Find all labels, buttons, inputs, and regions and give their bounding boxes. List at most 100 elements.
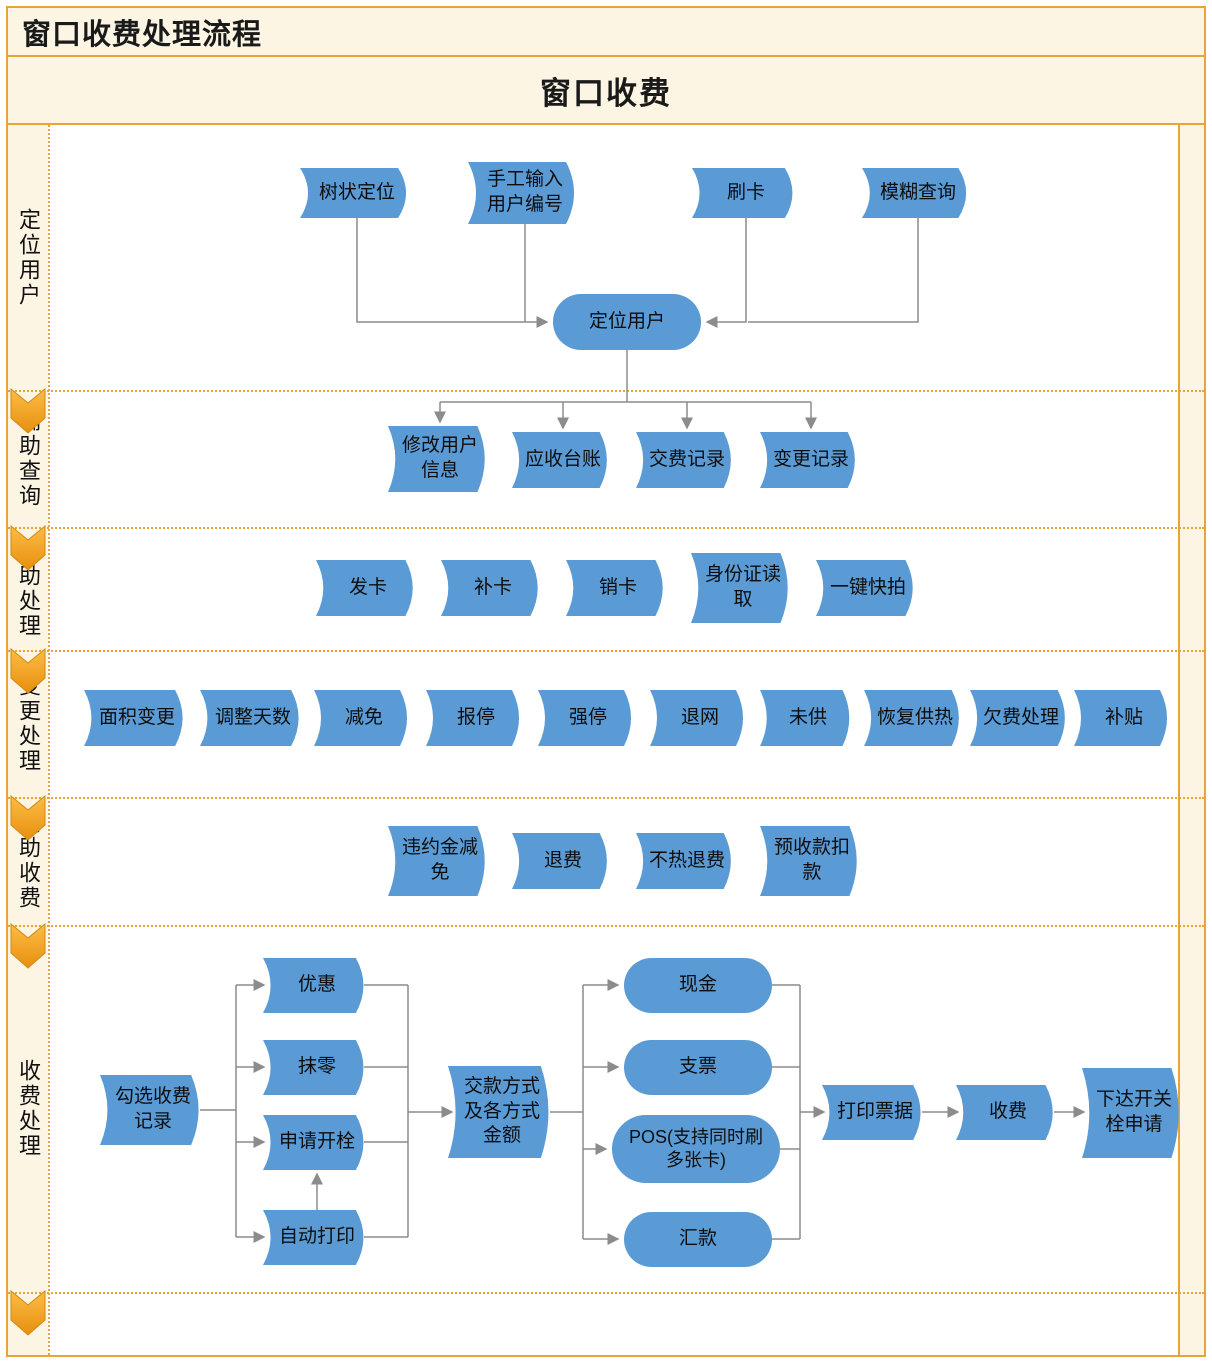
node-fuzzy-query: 模糊查询 bbox=[862, 168, 974, 218]
node-label: 退网 bbox=[680, 706, 719, 728]
lane-chevron-down-icon bbox=[10, 1289, 46, 1336]
wave-shape bbox=[388, 426, 485, 492]
lane-label-locate-user: 定位用户 bbox=[16, 207, 41, 308]
node-label: 申请开栓 bbox=[278, 1131, 355, 1153]
node-reissue-card: 补卡 bbox=[441, 560, 545, 616]
node-label: 定位用户 bbox=[588, 310, 665, 332]
node-label: 打印票据 bbox=[836, 1101, 913, 1123]
node-label: 修改用户信息 bbox=[401, 435, 478, 481]
node-label: 抹零 bbox=[297, 1056, 336, 1078]
node-one-key-photo: 一键快拍 bbox=[816, 560, 920, 616]
page-title: 窗口收费处理流程 bbox=[8, 8, 1204, 57]
node-payment-record: 交费记录 bbox=[636, 432, 738, 488]
wave-shape bbox=[263, 1210, 364, 1265]
wave-shape bbox=[956, 1085, 1053, 1140]
node-label: 恢复供热 bbox=[876, 706, 953, 728]
lane-chevron-down-icon bbox=[10, 647, 46, 694]
node-charge: 收费 bbox=[956, 1085, 1060, 1140]
wave-shape bbox=[1074, 690, 1167, 746]
node-label: 汇款 bbox=[678, 1228, 717, 1250]
node-label: 支票 bbox=[678, 1056, 717, 1078]
node-label: 发卡 bbox=[348, 576, 387, 598]
node-modify-user-info: 修改用户信息 bbox=[388, 426, 492, 492]
node-issue-valve-request: 下达开关栓申请 bbox=[1082, 1068, 1186, 1158]
node-label: 收费 bbox=[988, 1101, 1027, 1123]
node-adjust-days: 调整天数 bbox=[200, 690, 306, 746]
node-force-stop: 强停 bbox=[538, 690, 638, 746]
node-label: 手工输入用户编号 bbox=[486, 169, 563, 215]
node-label: 树状定位 bbox=[318, 181, 395, 203]
node-label: 退费 bbox=[543, 849, 582, 871]
lane-chevron-down-icon bbox=[10, 794, 46, 841]
node-quit-network: 退网 bbox=[650, 690, 750, 746]
node-cancel-card: 销卡 bbox=[566, 560, 670, 616]
lane-separator bbox=[8, 650, 1204, 652]
node-penalty-reduction: 违约金减免 bbox=[388, 826, 492, 896]
node-label: 下达开关栓申请 bbox=[1095, 1089, 1172, 1135]
wave-shape bbox=[760, 690, 850, 746]
node-select-records: 勾选收费记录 bbox=[100, 1075, 206, 1145]
node-tree-locate: 树状定位 bbox=[300, 168, 414, 218]
node-label: POS(支持同时刷多张卡) bbox=[628, 1126, 763, 1170]
node-label: 预收款扣款 bbox=[773, 837, 850, 883]
node-manual-input: 手工输入用户编号 bbox=[468, 162, 582, 224]
node-label: 交款方式及各方式金额 bbox=[463, 1075, 540, 1147]
page-title-text: 窗口收费处理流程 bbox=[22, 18, 263, 51]
node-report-stop: 报停 bbox=[426, 690, 526, 746]
node-label: 一键快拍 bbox=[829, 576, 906, 598]
node-cheque: 支票 bbox=[624, 1040, 772, 1095]
node-label: 优惠 bbox=[297, 974, 336, 996]
lane-label-charge-handle: 收费处理 bbox=[16, 1058, 41, 1159]
wave-shape bbox=[84, 690, 183, 746]
wave-shape bbox=[468, 162, 575, 224]
node-not-supplied: 未供 bbox=[760, 690, 856, 746]
wave-shape bbox=[816, 560, 913, 616]
wave-shape bbox=[263, 1115, 364, 1170]
node-label: 现金 bbox=[678, 974, 717, 996]
wave-shape bbox=[538, 690, 631, 746]
node-label: 应收台账 bbox=[524, 448, 601, 470]
lane-separator bbox=[8, 527, 1204, 529]
node-arrears-handling: 欠费处理 bbox=[970, 690, 1072, 746]
wave-shape bbox=[263, 1040, 364, 1095]
node-print-receipt: 打印票据 bbox=[822, 1085, 928, 1140]
node-label: 强停 bbox=[568, 706, 607, 728]
wave-shape bbox=[862, 168, 967, 218]
node-discount: 优惠 bbox=[263, 958, 371, 1013]
node-pos: POS(支持同时刷多张卡) bbox=[612, 1115, 780, 1183]
node-apply-open-valve: 申请开栓 bbox=[263, 1115, 371, 1170]
node-label: 销卡 bbox=[598, 576, 637, 598]
node-payment-method: 交款方式及各方式金额 bbox=[448, 1066, 556, 1158]
lane-separator bbox=[8, 925, 1204, 927]
node-resume-heating: 恢复供热 bbox=[864, 690, 966, 746]
node-change-record: 变更记录 bbox=[760, 432, 862, 488]
wave-shape bbox=[512, 833, 607, 889]
lane-separator bbox=[8, 390, 1204, 392]
wave-shape bbox=[760, 432, 855, 488]
wave-shape bbox=[263, 958, 364, 1013]
wave-shape bbox=[316, 560, 413, 616]
node-label: 自动打印 bbox=[278, 1226, 355, 1248]
node-label: 交费记录 bbox=[648, 448, 725, 470]
node-auto-print: 自动打印 bbox=[263, 1210, 371, 1265]
node-label: 面积变更 bbox=[98, 706, 175, 728]
wave-shape bbox=[970, 690, 1065, 746]
node-reduction: 减免 bbox=[314, 690, 414, 746]
node-prepaid-deduction: 预收款扣款 bbox=[760, 826, 864, 896]
node-label: 身份证读取 bbox=[704, 564, 781, 610]
node-receivable-ledger: 应收台账 bbox=[512, 432, 614, 488]
node-no-heat-refund: 不热退费 bbox=[636, 833, 738, 889]
node-id-card-read: 身份证读取 bbox=[691, 553, 795, 623]
node-label: 勾选收费记录 bbox=[114, 1086, 191, 1132]
wave-shape bbox=[636, 833, 731, 889]
node-subsidy: 补贴 bbox=[1074, 690, 1174, 746]
node-label: 变更记录 bbox=[772, 448, 849, 470]
node-label: 刷卡 bbox=[726, 181, 765, 203]
wave-shape bbox=[822, 1085, 921, 1140]
wave-shape bbox=[650, 690, 743, 746]
diagram-header: 窗口收费 bbox=[8, 57, 1204, 125]
node-label: 补贴 bbox=[1104, 706, 1143, 728]
wave-shape bbox=[512, 432, 607, 488]
wave-shape bbox=[692, 168, 793, 218]
